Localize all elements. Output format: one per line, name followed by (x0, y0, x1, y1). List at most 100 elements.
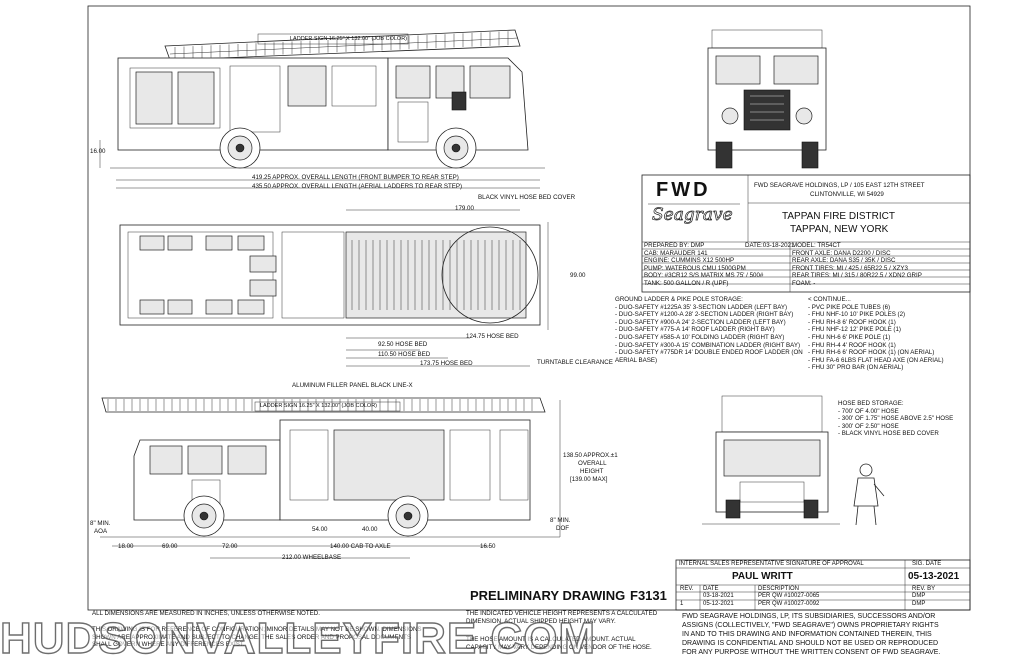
rev-row-1-rev: 1 (680, 601, 684, 607)
note-line: DIMENSION. ACTUAL SHIPPED HEIGHT MAY VAR… (466, 617, 616, 625)
dim-140: 140.00 CAB TO AXLE (330, 543, 391, 550)
fire-truck-front-view-icon (707, 29, 827, 169)
brand-script-logo: Seagrave (652, 205, 733, 225)
list-item: - DUO-SAFETY #775DR 14' DOUBLE ENDED ROO… (615, 349, 803, 357)
fire-truck-plan-view-icon (119, 209, 549, 367)
specs-right-list: MODEL: TR54CT FRONT AXLE: DANA D2200 / D… (792, 242, 922, 288)
list-item: - 300' OF 2.50" HOSE (838, 422, 899, 430)
list-item: - FHU 30" PRO BAR (ON AERIAL) (808, 364, 904, 372)
preliminary-title: PRELIMINARY DRAWING (470, 588, 626, 603)
list-item: - FHU FA-6 6LBS FLAT HEAD AXE (ON AERIAL… (808, 356, 944, 364)
dim-overall-length-aerial: 435.50 APPROX. OVERALL LENGTH (AERIAL LA… (252, 183, 463, 190)
ladder-storage-heading: GROUND LADDER & PIKE POLE STORAGE: (615, 296, 743, 303)
rev-col-desc: DESCRIPTION (758, 586, 800, 592)
firefighter-figure-icon (853, 463, 885, 526)
fire-truck-side-view-right-icon (100, 397, 561, 559)
customer-line2: TAPPAN, NEW YORK (790, 224, 889, 235)
dim-wheelbase: 212.00 WHEELBASE (282, 554, 342, 561)
company-line1: FWD SEAGRAVE HOLDINGS, LP / 105 EAST 12T… (754, 182, 925, 189)
dim-1650: 16.50 (480, 543, 496, 550)
rev-row-1-desc: PER QW #10027-0092 (758, 601, 820, 607)
list-item: - 700' OF 4.00" HOSE (838, 407, 899, 415)
spec-cab: CAB: MARAUDER 141 (644, 249, 708, 257)
rev-col-date: DATE (703, 586, 719, 592)
spec-body: BODY: #3CR12 S/S MATRIX MS 75' / 500# (644, 272, 764, 280)
rev-row-0-desc: PER QW #10027-0065 (758, 593, 820, 599)
dim-54: 54.00 (312, 526, 328, 533)
dim-72: 72.00 (222, 543, 238, 550)
drawing-number: F3131 (630, 588, 667, 603)
list-item: - PVC PIKE POLE TUBES (6) (808, 303, 891, 311)
dim-overall-height-3: HEIGHT (580, 468, 604, 475)
continue-heading: < CONTINUE... (808, 296, 851, 303)
customer-line1: TAPPAN FIRE DISTRICT (782, 211, 895, 222)
note-height: THE INDICATED VEHICLE HEIGHT REPRESENTS … (466, 610, 657, 625)
legal-notice: FWD SEAGRAVE HOLDINGS, LP, ITS SUBSIDIAR… (682, 612, 940, 657)
spec-rear-tires: REAR TIRES: MI / 315 / 80R22.5 / XDN2 GR… (792, 272, 922, 280)
dim-side-height: 16.00 (90, 148, 106, 155)
note-line: THE INDICATED VEHICLE HEIGHT REPRESENTS … (466, 610, 658, 617)
fire-truck-rear-view-icon (702, 395, 840, 525)
note-line: SHOWN ARE APPROXIMATE AND SUBJECT TO CHA… (92, 633, 411, 641)
list-item: - DUO-SAFETY #1200-A 28' 2-SECTION LADDE… (615, 311, 794, 319)
list-item: - DUO-SAFETY #585-A 10' FOLDING LADDER (… (615, 333, 785, 341)
spec-pump: PUMP: WATEROUS CMU 1500GPM (644, 264, 746, 272)
note-line: SHALL GOVERN WHERE ANY DIFFERENCES EXIST… (92, 641, 245, 649)
dim-18: 18.00 (118, 543, 134, 550)
spec-engine: ENGINE: CUMMINS X12 500HP (644, 257, 735, 265)
list-item: - FHU NHF-10 10' PIKE POLES (2) (808, 311, 906, 319)
list-item: - FHU RH-8 6' ROOF HOOK (1) (808, 318, 896, 326)
label-black-vinyl: BLACK VINYL HOSE BED COVER (478, 194, 576, 201)
label-aluminum-filler: ALUMINUM FILLER PANEL BLACK LINE-X (292, 382, 413, 389)
dim-overall-height-4: [139.00 MAX] (570, 476, 608, 483)
dim-overall-height-2: OVERALL (578, 460, 607, 467)
approval-date: 05-13-2021 (908, 571, 960, 582)
ladder-sign-bottom: LADDER SIGN 16.25" X 132.00" (JOB COLOR) (260, 403, 378, 409)
approver-name: PAUL WRITT (732, 571, 793, 582)
list-item: AERIAL BASE) (615, 356, 658, 364)
rev-row-1-by: DMP (912, 601, 926, 607)
list-item: - FHU NHF-12 12' PIKE POLE (1) (808, 326, 901, 334)
rev-row-1-date: 05-12-2021 (703, 601, 734, 607)
legal-line: DRAWING IS CONFIDENTIAL AND SHOULD NOT B… (682, 640, 939, 647)
note-reference: THIS DRAWING IS FOR REFERENCE OF CONFIGU… (92, 626, 422, 649)
dim-hose-bed-110: 110.50 HOSE BED (378, 351, 431, 358)
watermark: HUDSONVALLEYFIRE.COM (0, 613, 597, 663)
dim-hose-bed-124: 124.75 HOSE BED (466, 333, 519, 340)
dim-dof: 8" MIN. (550, 517, 571, 524)
dim-40: 40.00 (362, 526, 378, 533)
dim-overall-height: 138.50 APPROX.±1 (563, 452, 618, 459)
legal-line: ASSIGNS (COLLECTIVELY, "FWD SEAGRAVE") O… (682, 622, 939, 629)
list-item: - DUO-SAFETY #300-A 15' COMBINATION LADD… (615, 341, 801, 349)
ladder-storage-list: GROUND LADDER & PIKE POLE STORAGE: - DUO… (615, 296, 803, 364)
legal-line: IN AND TO THIS DRAWING AND INFORMATION C… (682, 631, 932, 638)
list-item: - FHU RH-4 4' ROOF HOOK (1) (808, 341, 896, 349)
spec-date: DATE:03-18-2021 (745, 242, 795, 249)
rev-row-0-date: 03-18-2021 (703, 593, 734, 599)
dim-dof-label: DOF (556, 525, 570, 532)
label-turntable: TURNTABLE CLEARANCE (537, 359, 613, 366)
hose-storage-list: HOSE BED STORAGE: - 700' OF 4.00" HOSE -… (838, 400, 953, 438)
dim-width-99: 99.00 (570, 272, 586, 279)
list-item: - DUO-SAFETY #775-A 14' ROOF LADDER (RIG… (615, 326, 775, 334)
note-line: THE HOSE AMOUNT IS A CALCULATED AMOUNT. … (466, 636, 636, 643)
specs-left-list: PREPARED BY: DMP CAB: MARAUDER 141 ENGIN… (644, 242, 763, 288)
legal-line: FWD SEAGRAVE HOLDINGS, LP, ITS SUBSIDIAR… (682, 613, 936, 620)
company-line2: CLINTONVILLE, WI 54929 (810, 191, 884, 198)
brand-logo: FWD (656, 179, 711, 201)
list-item: - BLACK VINYL HOSE BED COVER (838, 430, 939, 438)
list-item: - 300' OF 1.75" HOSE ABOVE 2.5" HOSE (838, 415, 954, 423)
ladder-sign-top: LADDER SIGN 16.25" X 132.00" (JOB COLOR) (290, 36, 408, 42)
dim-aoa: 8" MIN. (90, 520, 111, 527)
list-item: - FHU RH-6 6' ROOF HOOK (1) (ON AERIAL) (808, 349, 935, 357)
note-line: THIS DRAWING IS FOR REFERENCE OF CONFIGU… (92, 626, 422, 633)
pike-pole-list: < CONTINUE... - PVC PIKE POLE TUBES (6) … (808, 296, 944, 372)
approval-header: INTERNAL SALES REPRESENTATIVE SIGNATURE … (679, 561, 864, 567)
dim-aoa-label: AOA (94, 528, 108, 535)
spec-prepared: PREPARED BY: DMP (644, 242, 705, 249)
spec-rear-axle: REAR AXLE: DANA S35 / 35K / DISC (792, 257, 896, 265)
list-item: - DUO-SAFETY #1225A 35' 3-SECTION LADDER… (615, 303, 788, 311)
dim-hose-bed-92: 92.50 HOSE BED (378, 341, 428, 348)
